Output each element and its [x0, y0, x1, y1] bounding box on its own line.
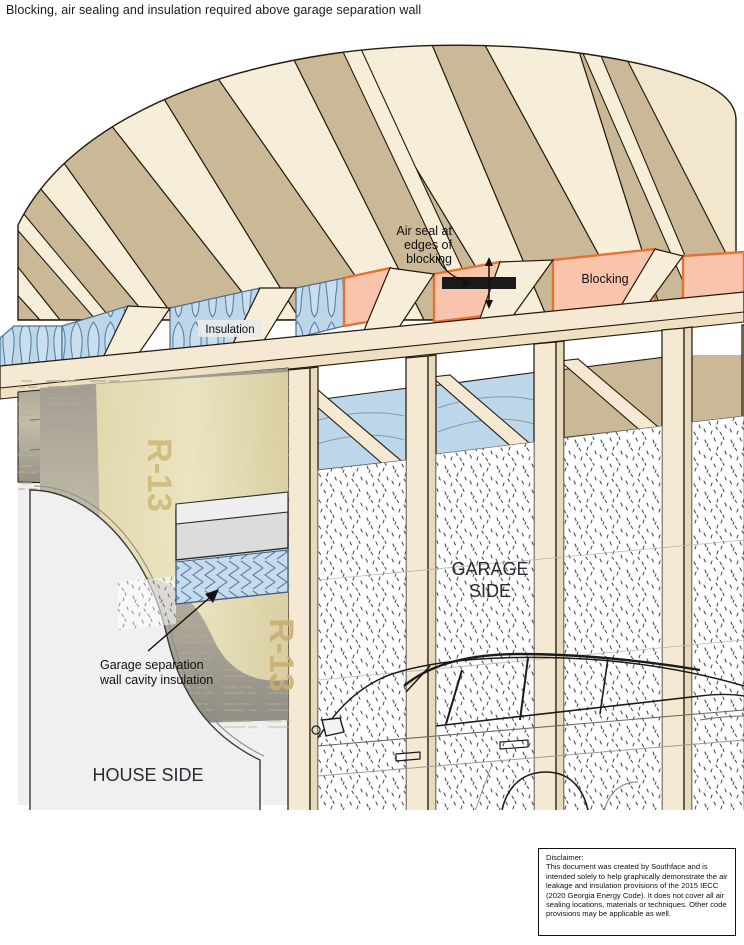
- drywall-panel-4: [691, 415, 744, 810]
- disclaimer-body: This document was created by Southface a…: [546, 862, 728, 919]
- label-cavity-insulation: Garage separation wall cavity insulation: [99, 658, 213, 687]
- cavity-insulation-leader: [147, 589, 219, 652]
- illustration-figure: Air seal at edges of blocking Blocking I…: [0, 20, 744, 810]
- attic-bay-row: [0, 247, 744, 373]
- stud-3: [533, 341, 557, 810]
- drywall-panel-1: [317, 459, 407, 810]
- garage-side-line-2: SIDE: [469, 581, 511, 601]
- drywall-panel-3: [563, 425, 663, 810]
- label-insulation-group: Insulation: [198, 320, 262, 337]
- air-seal-line-3: blocking: [406, 252, 452, 266]
- label-r-value-lower: R-13: [262, 618, 300, 692]
- garage-separation-wall-diagram: Air seal at edges of blocking Blocking I…: [0, 44, 744, 810]
- roof-rafter-fan: [18, 45, 736, 321]
- garage-drywall: [317, 415, 744, 810]
- label-garage-side: GARAGE SIDE: [451, 559, 528, 601]
- attic-insulation-blocks: [0, 277, 345, 373]
- label-blocking: Blocking: [581, 272, 628, 286]
- air-seal-bar: [442, 277, 516, 289]
- stud-2: [405, 355, 429, 810]
- disclaimer-heading: Disclaimer:: [546, 853, 584, 862]
- disclaimer-box: Disclaimer: This document was created by…: [538, 848, 736, 936]
- air-seal-line-2: edges of: [404, 238, 452, 252]
- stud-1: [287, 367, 311, 810]
- label-house-side: HOUSE SIDE: [92, 765, 203, 785]
- label-insulation: Insulation: [205, 324, 254, 336]
- page-title: Blocking, air sealing and insulation req…: [6, 3, 422, 17]
- garage-side-line-1: GARAGE: [451, 559, 528, 579]
- air-seal-detail: [436, 256, 516, 309]
- label-air-seal: Air seal at edges of blocking: [396, 224, 452, 266]
- drywall-panel-2: [435, 441, 535, 810]
- cavity-insulation-line-1: Garage separation: [100, 658, 204, 672]
- wall-cavity-cutaway: [29, 368, 290, 810]
- car-illustration: [311, 652, 744, 810]
- cavity-insulation-line-2: wall cavity insulation: [99, 673, 213, 687]
- roof-outline: [17, 44, 737, 321]
- ceiling-bay-row: [298, 355, 744, 473]
- cutaway-curl: [29, 489, 261, 810]
- stud-4: [661, 327, 685, 810]
- air-seal-line-1: Air seal at: [396, 224, 452, 238]
- label-r-value-upper: R-13: [140, 438, 178, 512]
